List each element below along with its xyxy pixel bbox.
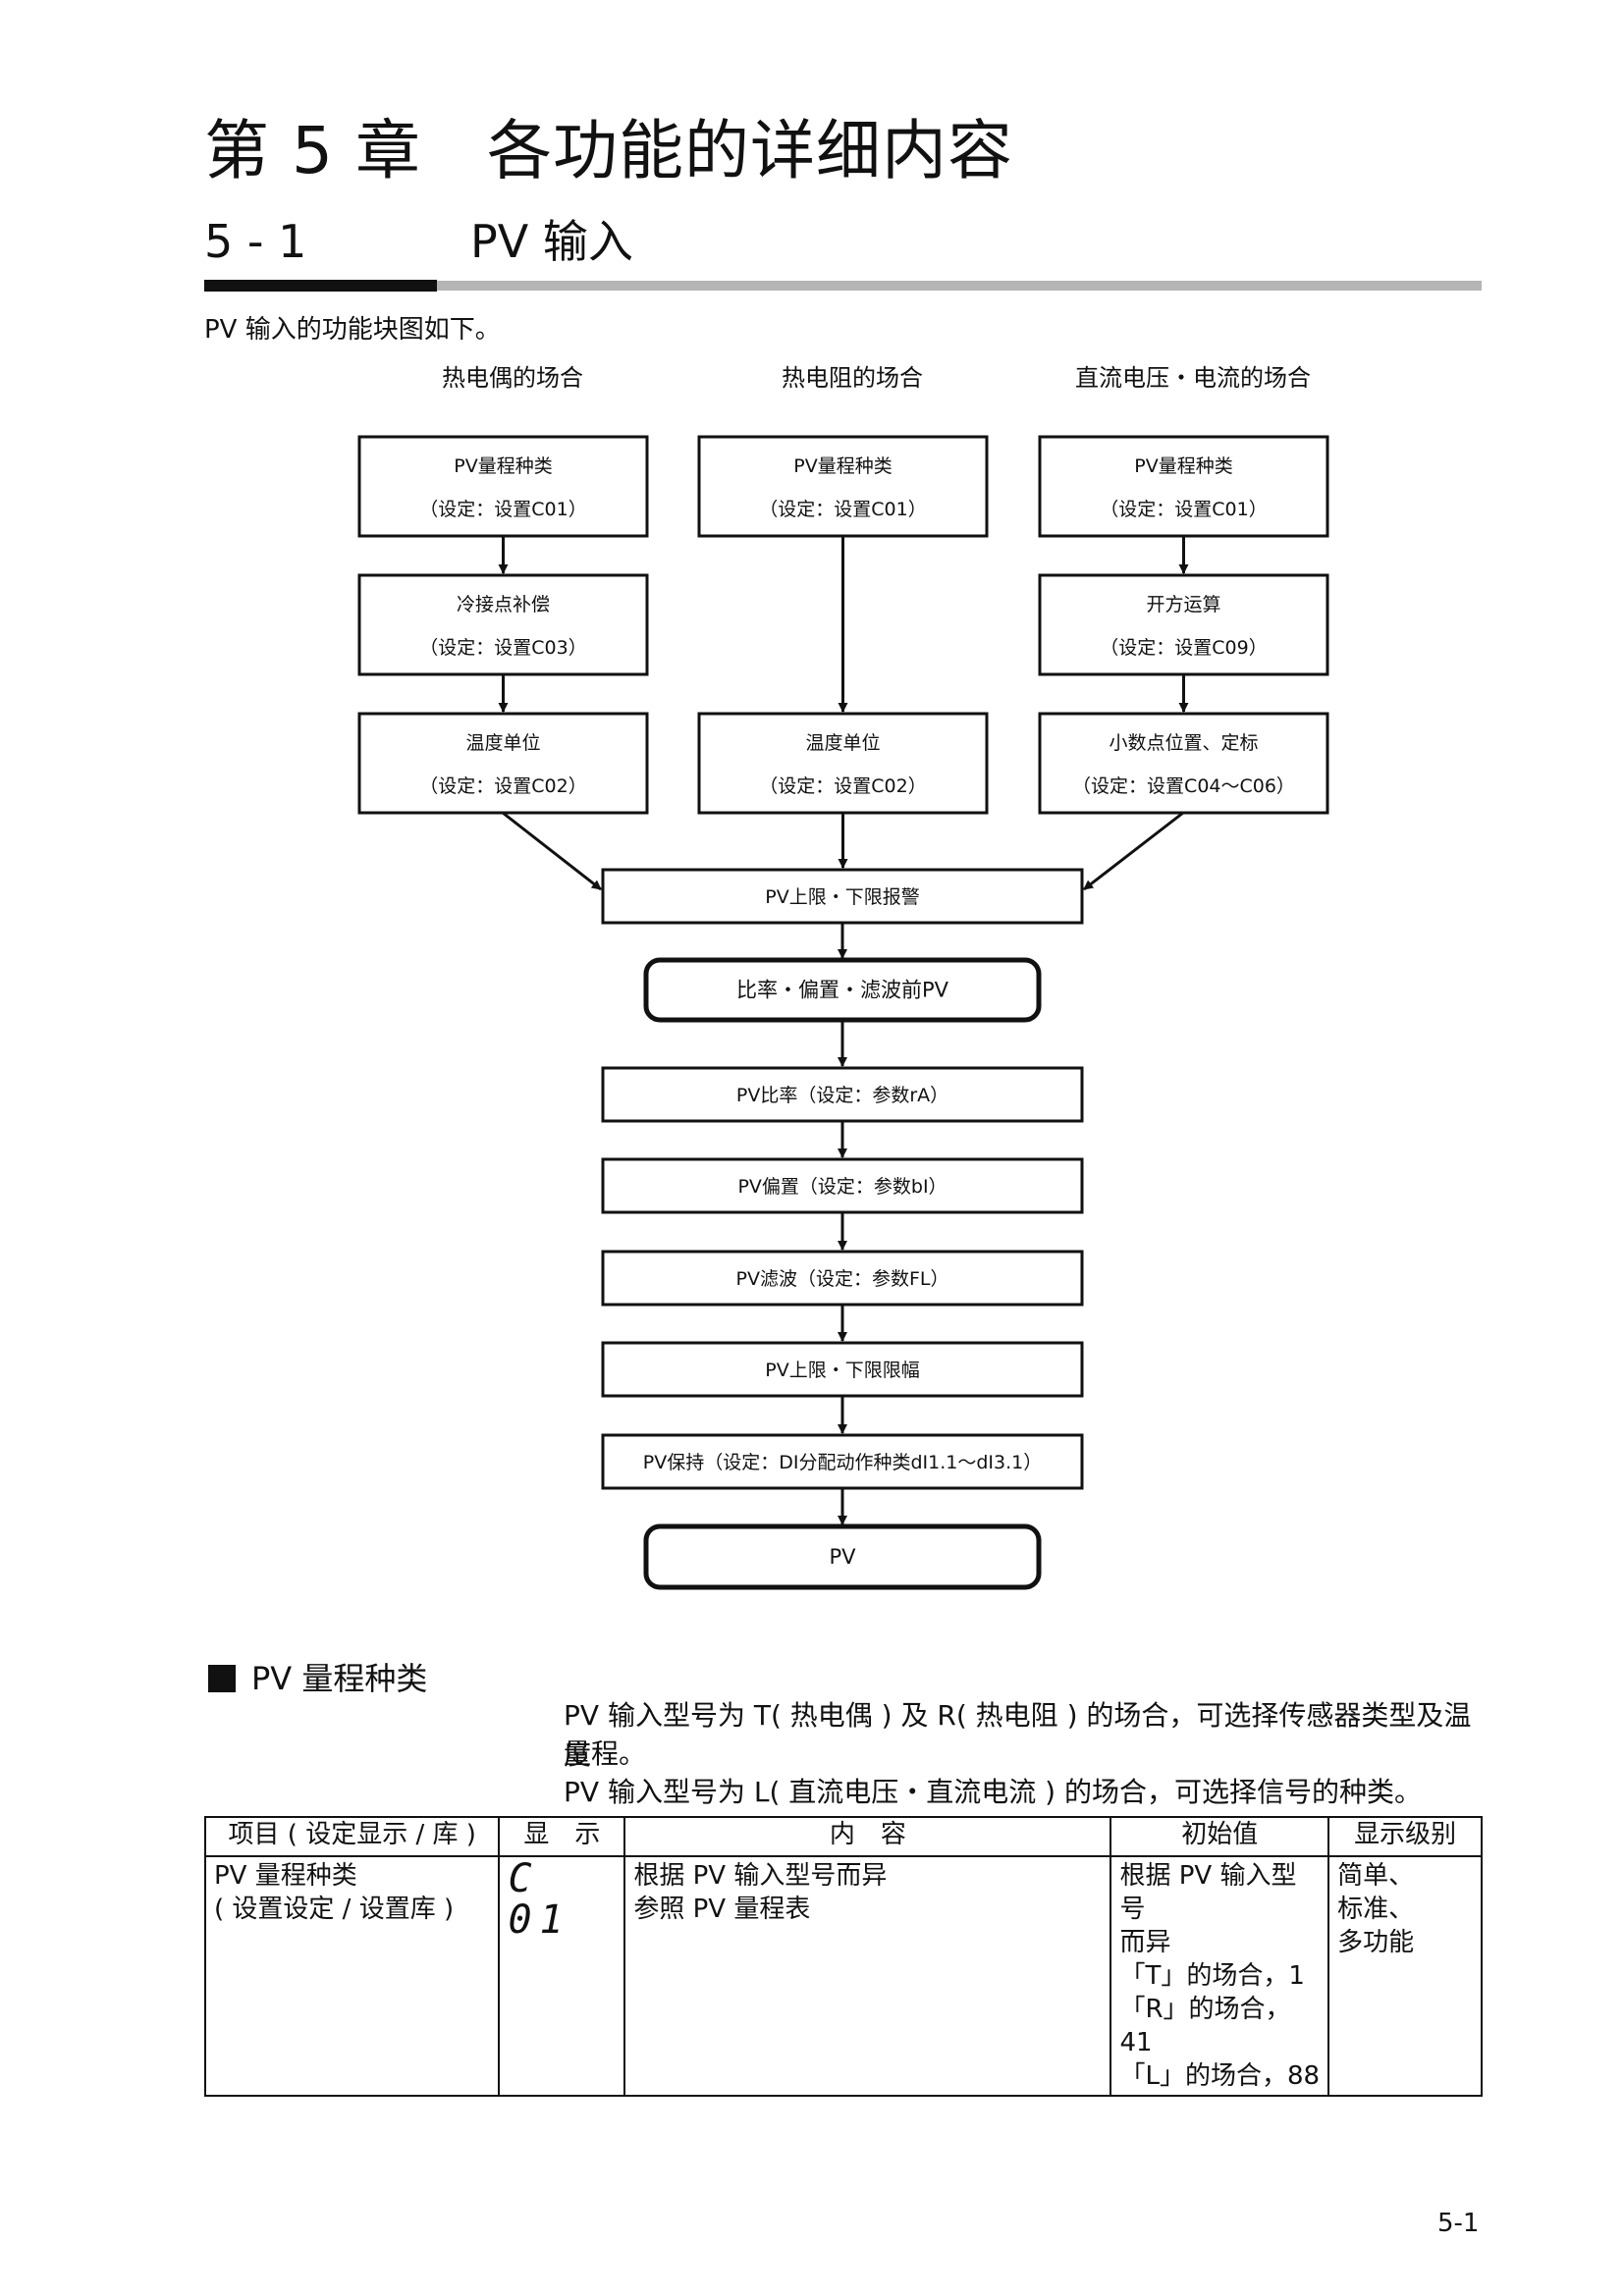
svg-text:开方运算: 开方运算	[1146, 594, 1220, 615]
desc-line-2: 量程。	[564, 1737, 647, 1770]
svg-text:PV上限・下限报警: PV上限・下限报警	[765, 886, 919, 908]
column-title-rtd: 热电阻的场合	[782, 364, 923, 392]
svg-text:PV比率（设定：参数rA）: PV比率（设定：参数rA）	[736, 1085, 948, 1106]
svg-text:（设定：设置C02）: （设定：设置C02）	[759, 775, 926, 797]
block-chain-6: PV上限・下限限幅	[601, 1341, 1084, 1398]
header-content: 内 容	[623, 1816, 1112, 1857]
block-chain-2: 比率・偏置・滤波前PV	[643, 957, 1042, 1023]
cell-level: 简单、 标准、 多功能	[1327, 1855, 1483, 2097]
block-thermocouple-3: 温度单位 （设定：设置C02）	[357, 712, 649, 815]
subheading-pv-range-type: PV 量程种类	[208, 1657, 427, 1700]
column-title-thermocouple: 热电偶的场合	[442, 364, 583, 392]
chapter-title: 第 5 章 各功能的详细内容	[204, 113, 1013, 188]
block-rtd-1: PV量程种类 （设定：设置C01）	[697, 435, 989, 538]
arrow-dc-to-alarm	[1083, 811, 1184, 891]
svg-text:PV保持（设定：DI分配动作种类dI1.1～dI3.1）: PV保持（设定：DI分配动作种类dI1.1～dI3.1）	[643, 1452, 1042, 1473]
svg-text:（设定：设置C01）: （设定：设置C01）	[419, 499, 586, 520]
svg-text:PV: PV	[829, 1545, 856, 1569]
block-dc-3: 小数点位置、定标 （设定：设置C04～C06）	[1038, 712, 1329, 815]
block-chain-8: PV	[643, 1523, 1042, 1590]
svg-text:温度单位: 温度单位	[465, 732, 540, 754]
intro-text: PV 输入的功能块图如下。	[204, 315, 501, 345]
svg-text:（设定：设置C09）: （设定：设置C09）	[1100, 637, 1267, 659]
bullet-square	[208, 1665, 236, 1692]
block-chain-1: PV上限・下限报警	[601, 868, 1084, 925]
header-item: 项目 ( 设定显示 / 库 )	[203, 1816, 501, 1857]
desc-line-3: PV 输入型号为 L( 直流电压・直流电流 ) 的场合，可选择信号的种类。	[564, 1776, 1422, 1808]
svg-text:PV量程种类: PV量程种类	[1134, 455, 1232, 477]
lcd-display-code: C 01	[508, 1856, 571, 1943]
table-row: PV 量程种类 ( 设置设定 / 设置库 ) C 01 根据 PV 输入型号而异…	[203, 1855, 1483, 2097]
block-thermocouple-2: 冷接点补偿 （设定：设置C03）	[357, 573, 649, 676]
section-rule-grey	[437, 281, 1482, 291]
block-chain-4: PV偏置（设定：参数bI）	[601, 1157, 1084, 1214]
subheading-text: PV 量程种类	[251, 1660, 428, 1697]
block-chain-5: PV滤波（设定：参数FL）	[601, 1250, 1084, 1307]
block-dc-2: 开方运算 （设定：设置C09）	[1038, 573, 1329, 676]
svg-text:（设定：设置C02）: （设定：设置C02）	[419, 775, 586, 797]
block-thermocouple-1: PV量程种类 （设定：设置C01）	[357, 435, 649, 538]
block-chain-7: PV保持（设定：DI分配动作种类dI1.1～dI3.1）	[601, 1433, 1084, 1490]
cell-initial: 根据 PV 输入型号 而异 「T」的场合，1 「R」的场合，41 「L」的场合，…	[1110, 1855, 1330, 2097]
block-rtd-2: 温度单位 （设定：设置C02）	[697, 712, 989, 815]
spec-table: 项目 ( 设定显示 / 库 ) 显 示 内 容 初始值 显示级别 PV 量程种类…	[203, 1816, 1483, 2097]
header-display: 显 示	[498, 1816, 626, 1857]
desc-line-1: PV 输入型号为 T( 热电偶 ) 及 R( 热电阻 ) 的场合，可选择传感器类…	[564, 1699, 1472, 1771]
block-dc-1: PV量程种类 （设定：设置C01）	[1038, 435, 1329, 538]
svg-text:温度单位: 温度单位	[805, 732, 880, 754]
svg-text:PV上限・下限限幅: PV上限・下限限幅	[765, 1360, 919, 1381]
section-title: PV 输入	[470, 215, 633, 268]
column-title-dc: 直流电压・电流的场合	[1075, 364, 1311, 392]
section-rule-dark	[204, 280, 437, 292]
svg-text:PV偏置（设定：参数bI）: PV偏置（设定：参数bI）	[737, 1176, 947, 1198]
cell-content: 根据 PV 输入型号而异 参照 PV 量程表	[623, 1855, 1112, 2097]
svg-text:冷接点补偿: 冷接点补偿	[457, 594, 550, 615]
svg-text:PV量程种类: PV量程种类	[793, 455, 892, 477]
cell-item: PV 量程种类 ( 设置设定 / 设置库 )	[203, 1855, 501, 2097]
svg-text:PV滤波（设定：参数FL）: PV滤波（设定：参数FL）	[736, 1268, 949, 1290]
block-chain-3: PV比率（设定：参数rA）	[601, 1066, 1084, 1123]
svg-text:（设定：设置C01）: （设定：设置C01）	[759, 499, 926, 520]
header-initial: 初始值	[1110, 1816, 1330, 1857]
svg-text:比率・偏置・滤波前PV: 比率・偏置・滤波前PV	[736, 979, 949, 1002]
svg-text:（设定：设置C01）: （设定：设置C01）	[1100, 499, 1267, 520]
table-header-row: 项目 ( 设定显示 / 库 ) 显 示 内 容 初始值 显示级别	[203, 1816, 1483, 1857]
svg-text:（设定：设置C04～C06）: （设定：设置C04～C06）	[1072, 775, 1295, 797]
svg-text:小数点位置、定标: 小数点位置、定标	[1109, 732, 1258, 754]
section-number: 5 - 1	[204, 215, 307, 268]
header-level: 显示级别	[1327, 1816, 1483, 1857]
cell-display: C 01	[498, 1855, 626, 2097]
svg-text:PV量程种类: PV量程种类	[454, 455, 552, 477]
page-number: 5-1	[1437, 2209, 1480, 2238]
arrow-tc-to-alarm	[502, 811, 602, 891]
svg-text:（设定：设置C03）: （设定：设置C03）	[419, 637, 586, 659]
